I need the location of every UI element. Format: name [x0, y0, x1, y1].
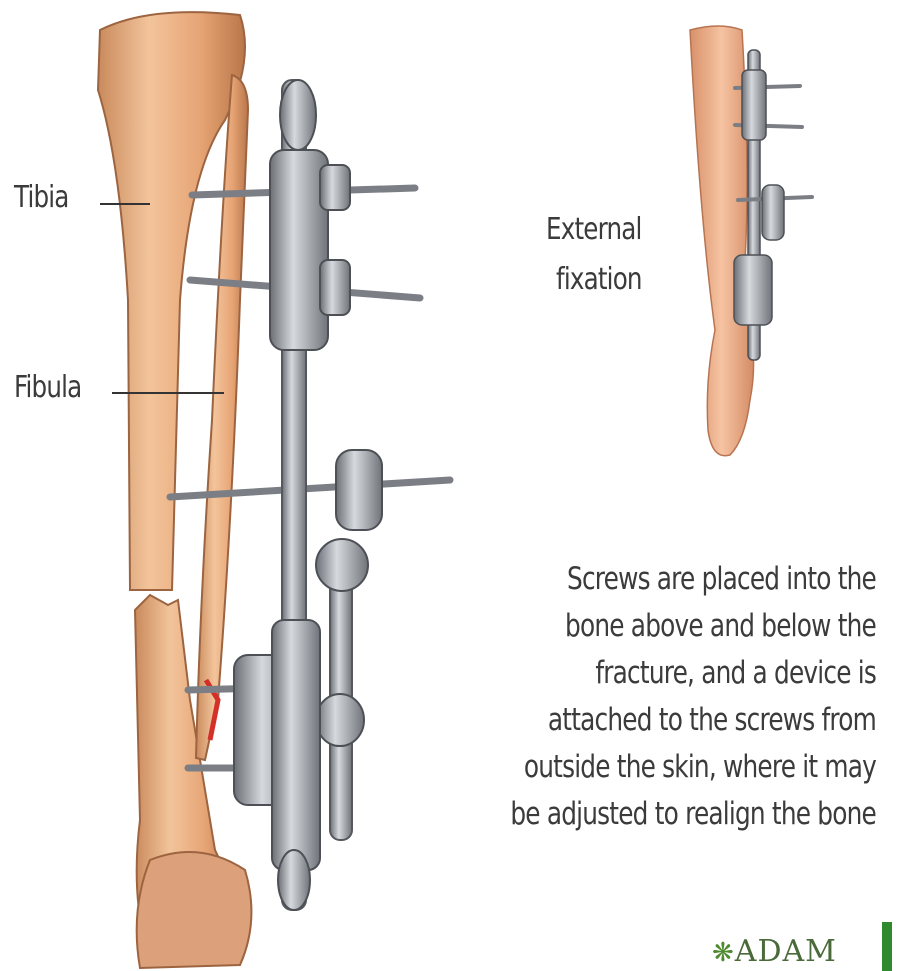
- logo-accent-bar: [882, 922, 892, 971]
- external-fixation-label-line2: fixation: [556, 262, 642, 297]
- leg-thumbnail: [690, 26, 812, 456]
- fibula-label: Fibula: [14, 370, 81, 405]
- tibia-label: Tibia: [14, 180, 69, 215]
- caption-line: bone above and below the: [428, 603, 876, 650]
- caption-line: Screws are placed into the: [428, 556, 876, 603]
- middle-clamp: [336, 450, 382, 530]
- caption-text: Screws are placed into the bone above an…: [316, 556, 876, 838]
- caption-line: outside the skin, where it may: [428, 744, 876, 791]
- external-fixation-label-line1: External: [546, 212, 642, 247]
- caption-line: be adjusted to realign the bone: [428, 791, 876, 838]
- adam-logo-text: ADAM: [735, 934, 837, 969]
- caption-line: fracture, and a device is: [428, 650, 876, 697]
- caption-line: attached to the screws from: [428, 697, 876, 744]
- ankle-bones: [137, 852, 252, 968]
- leaf-icon: ❋: [712, 938, 735, 968]
- adam-logo: ❋ADAM: [712, 934, 837, 969]
